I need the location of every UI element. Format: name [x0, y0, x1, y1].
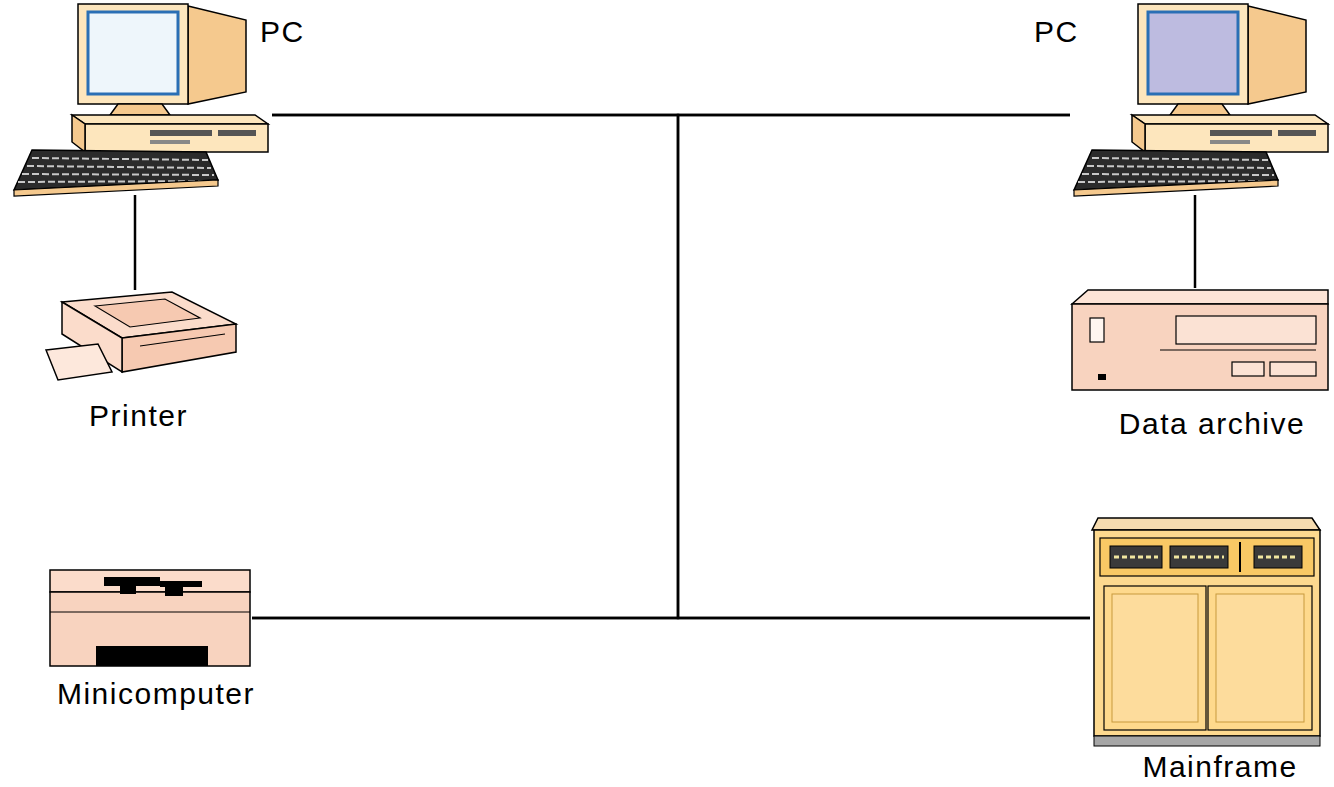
network-cable — [252, 115, 678, 618]
device-node: Data archive — [1070, 288, 1330, 392]
data-archive-icon — [1072, 290, 1328, 390]
minicomputer-icon — [50, 570, 250, 666]
device-label: Data archive — [1119, 408, 1305, 440]
device-node: Printer — [45, 290, 240, 388]
device-node: Mainframe — [1090, 515, 1322, 747]
printer-icon — [46, 292, 236, 380]
pc-icon — [14, 4, 268, 196]
device-label: Minicomputer — [57, 678, 255, 710]
device-label: Mainframe — [1142, 751, 1297, 783]
device-label: PC — [1034, 16, 1079, 48]
device-label: PC — [260, 16, 305, 48]
device-node: Minicomputer — [48, 568, 252, 668]
mainframe-icon — [1092, 518, 1320, 746]
device-node: PC — [1070, 2, 1330, 195]
device-node: PC — [10, 2, 272, 195]
pc-icon — [1074, 4, 1328, 196]
network-cable — [134, 195, 137, 290]
network-cable — [678, 115, 1090, 618]
device-label: Printer — [89, 400, 188, 432]
network-cable — [1194, 195, 1197, 288]
